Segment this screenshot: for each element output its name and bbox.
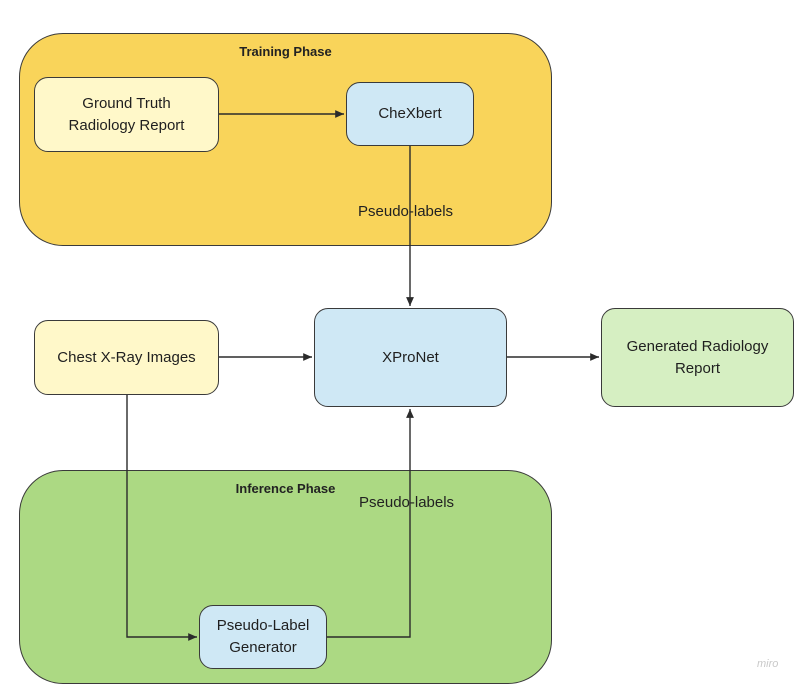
pseudo-label-generator-node[interactable]: Pseudo-Label Generator xyxy=(199,605,327,669)
chexbert-label: CheXbert xyxy=(378,105,442,122)
ground-truth-report-label: Ground Truth Radiology Report xyxy=(68,94,185,134)
chest-xray-images-label: Chest X-Ray Images xyxy=(57,348,196,366)
ground-truth-report-node[interactable]: Ground Truth Radiology Report xyxy=(34,77,219,152)
edge-plg-to-xpronet xyxy=(327,409,414,638)
chest-xray-images-node[interactable]: Chest X-Ray Images xyxy=(34,320,219,395)
training-phase-title: Training Phase xyxy=(239,44,332,59)
xpronet-label: XProNet xyxy=(382,348,439,366)
generated-report-label: Generated Radiology Report xyxy=(626,337,769,377)
pseudo-label-generator-label: Pseudo-Label Generator xyxy=(216,617,310,656)
xpronet-node[interactable]: XProNet xyxy=(314,308,507,407)
training-pseudo-labels-label: Pseudo-labels xyxy=(358,203,454,220)
inference-phase-title: Inference Phase xyxy=(235,481,336,496)
generated-report-node[interactable]: Generated Radiology Report xyxy=(601,308,794,407)
miro-watermark: miro xyxy=(757,658,779,670)
chexbert-node[interactable]: CheXbert xyxy=(346,82,474,146)
inference-pseudo-labels-label: Pseudo-labels xyxy=(359,494,455,511)
edge-xray-to-plg xyxy=(126,395,197,641)
